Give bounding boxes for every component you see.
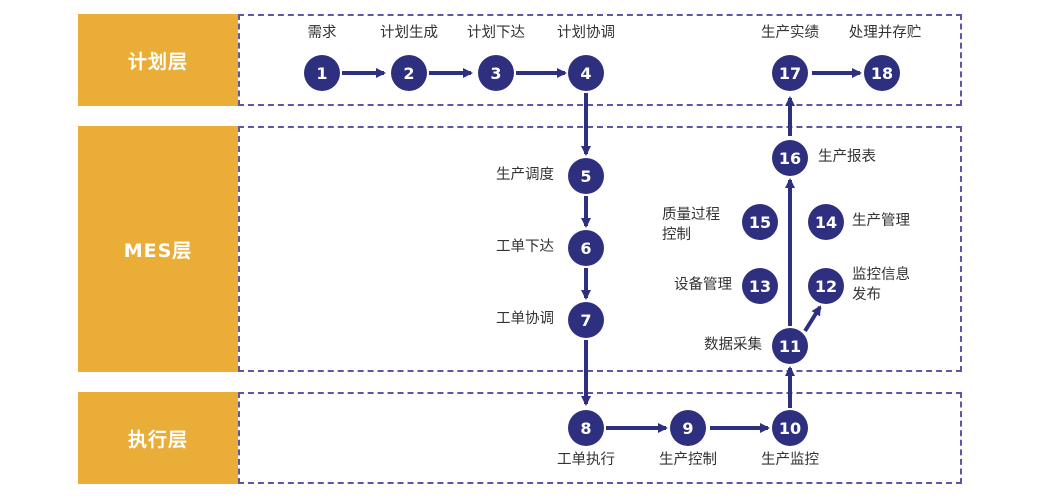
node-18: 18 [864,55,900,91]
label-node-17: 生产实绩 [761,25,819,41]
node-11: 11 [772,328,808,364]
node-12: 12 [808,268,844,304]
node-5: 5 [568,158,604,194]
label-node-8: 工单执行 [557,452,615,468]
node-3: 3 [478,55,514,91]
label-node-12-line1: 监控信息 [852,267,910,283]
layer-label-mes: MES层 [78,126,238,372]
label-node-10: 生产监控 [761,452,819,468]
layer-box-exec [238,392,962,484]
label-node-15-line2: 控制 [662,227,691,243]
label-node-6: 工单下达 [496,239,554,255]
layer-label-plan: 计划层 [78,14,238,106]
label-node-14: 生产管理 [852,213,910,229]
node-10: 10 [772,410,808,446]
node-13: 13 [742,268,778,304]
node-6: 6 [568,230,604,266]
label-node-9: 生产控制 [659,452,717,468]
label-node-2: 计划生成 [380,25,438,41]
node-17: 17 [772,55,808,91]
arrow-11-12 [803,305,822,333]
node-15: 15 [742,204,778,240]
node-14: 14 [808,204,844,240]
label-node-12-line2: 发布 [852,287,881,303]
node-1: 1 [304,55,340,91]
label-node-13: 设备管理 [674,277,732,293]
layer-box-mes [238,126,962,372]
label-node-11: 数据采集 [704,337,762,353]
node-9: 9 [670,410,706,446]
label-node-5: 生产调度 [496,167,554,183]
label-node-1: 需求 [307,25,337,41]
label-node-4: 计划协调 [557,25,615,41]
node-2: 2 [391,55,427,91]
node-7: 7 [568,302,604,338]
label-node-18: 处理并存贮 [848,25,922,41]
label-node-3: 计划下达 [467,25,525,41]
layer-box-plan [238,14,962,106]
layer-label-exec: 执行层 [78,392,238,484]
label-node-7: 工单协调 [496,311,554,327]
node-8: 8 [568,410,604,446]
label-node-16: 生产报表 [818,149,876,165]
label-node-15-line1: 质量过程 [662,207,720,223]
node-16: 16 [772,140,808,176]
node-4: 4 [568,55,604,91]
